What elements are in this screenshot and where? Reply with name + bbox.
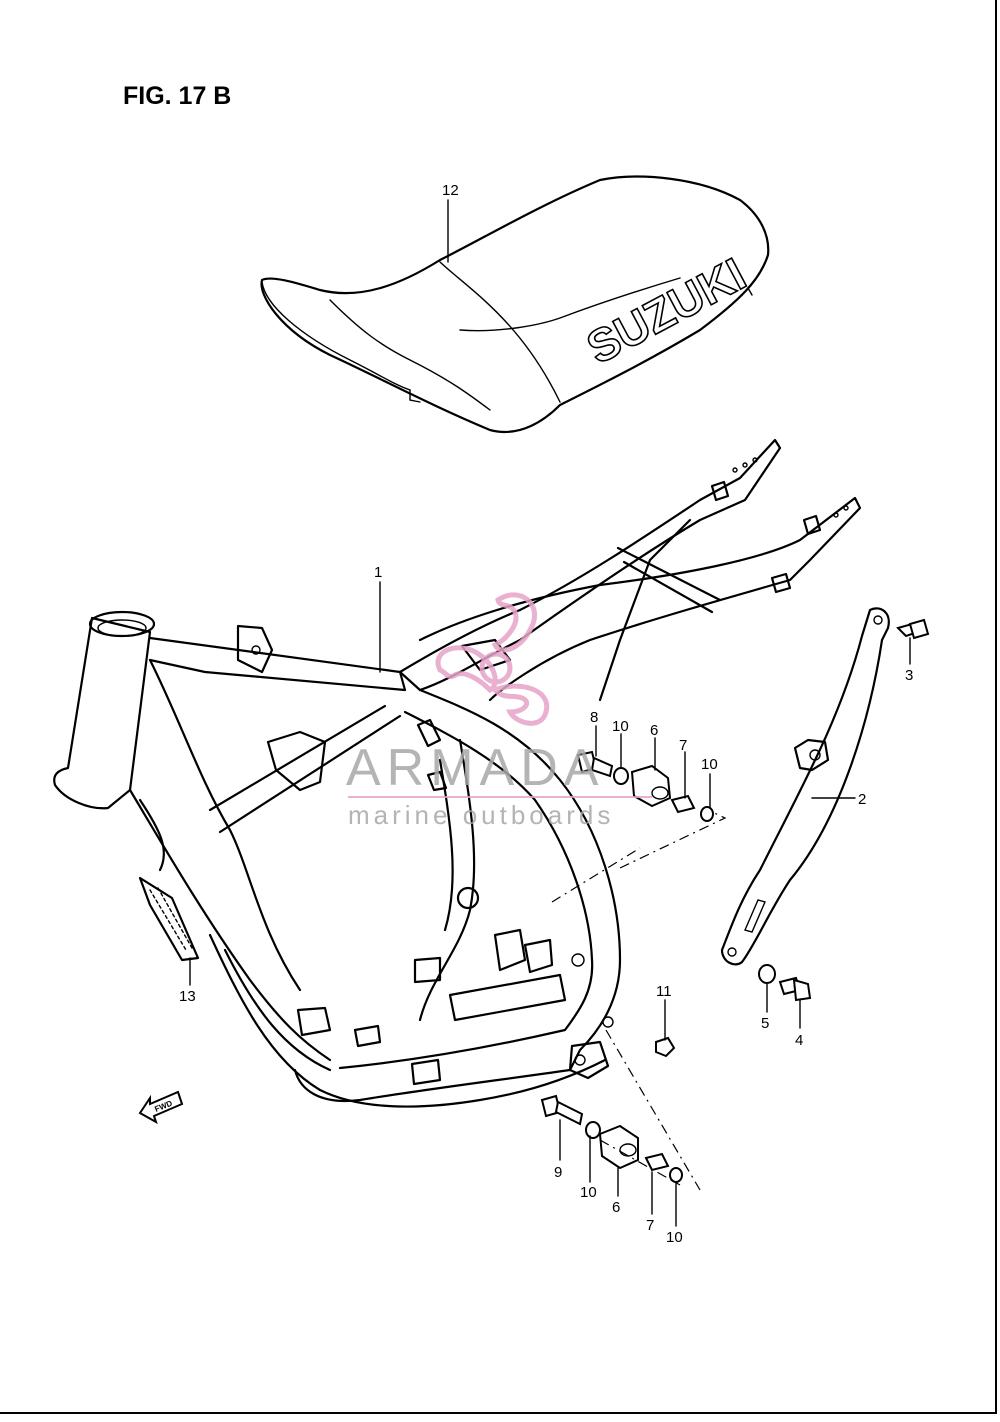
armada-logo: [435, 592, 550, 726]
washer-10-b: [700, 806, 714, 822]
callout-10-d: 10: [666, 1229, 683, 1246]
callout-7-a: 7: [679, 737, 687, 754]
watermark-name: ARMADA: [346, 739, 604, 797]
collar-7-upper: [670, 794, 696, 814]
nut-11: [655, 1036, 676, 1058]
callout-10-c: 10: [580, 1184, 597, 1201]
watermark-tagline: marine outboards: [348, 800, 614, 830]
callout-7-b: 7: [646, 1217, 654, 1234]
washer-10-c: [585, 1121, 601, 1139]
frame-stay: [720, 607, 890, 966]
forward-arrow: FWD: [138, 1090, 184, 1125]
callout-9: 9: [554, 1164, 562, 1181]
bolt-3: [896, 618, 930, 640]
callout-4: 4: [795, 1032, 803, 1049]
assembly-axis-upper: [619, 811, 727, 869]
leader-lines: [189, 199, 911, 1227]
callout-13: 13: [179, 988, 196, 1005]
callout-10-a: 10: [612, 718, 629, 735]
callout-12: 12: [442, 182, 459, 199]
callout-10-b: 10: [701, 756, 718, 773]
assembly-axis-upper-2: [551, 847, 641, 903]
callout-11: 11: [656, 983, 672, 1000]
collar-7-lower: [644, 1152, 670, 1172]
washer-5: [758, 964, 776, 984]
bushing-6-lower: [598, 1124, 639, 1170]
callout-2: 2: [858, 791, 866, 808]
callout-6-a: 6: [650, 722, 658, 739]
callout-5: 5: [761, 1015, 769, 1032]
bolt-4: [778, 976, 812, 1002]
figure-title: FIG. 17 B: [123, 82, 231, 110]
assembly-axis-lower: [605, 1029, 701, 1191]
callout-6-b: 6: [612, 1199, 620, 1216]
bolt-9: [540, 1094, 584, 1126]
watermark: ARMADA marine outboards: [346, 592, 652, 830]
callout-3: 3: [905, 667, 913, 684]
assembly-axis-lower-2: [599, 1139, 681, 1186]
callout-1: 1: [374, 564, 382, 581]
bolt-8: [576, 750, 614, 778]
frame-body: [53, 438, 862, 1108]
callout-8: 8: [590, 709, 598, 726]
